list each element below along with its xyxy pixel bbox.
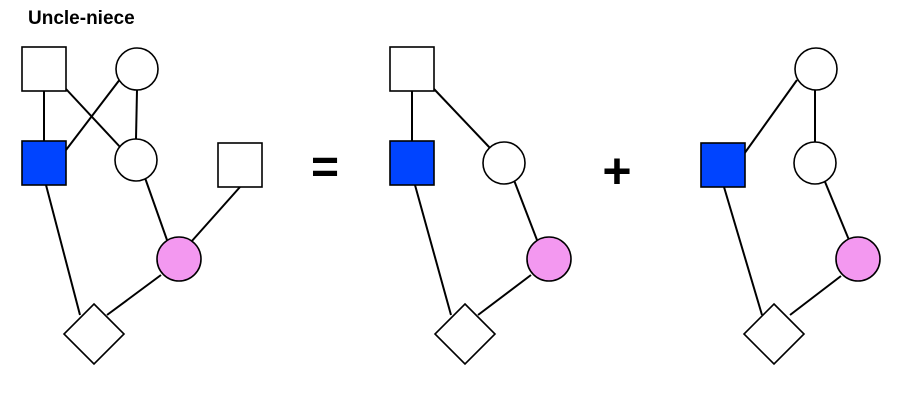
edge — [65, 73, 125, 151]
edge — [822, 176, 850, 241]
pedigree-component-2 — [700, 47, 881, 366]
father-node — [217, 142, 263, 188]
grandfather-node — [21, 46, 67, 92]
equals-sign: = — [311, 141, 339, 194]
edge — [414, 184, 452, 316]
grandmother-node — [794, 47, 838, 91]
offspring-node — [742, 302, 806, 366]
edge — [511, 174, 538, 241]
edge — [45, 184, 81, 316]
mother-node — [793, 141, 837, 185]
edge — [106, 274, 162, 316]
grandmother-node — [115, 47, 159, 91]
uncle-node — [700, 142, 746, 188]
edge — [789, 275, 842, 316]
edge — [135, 89, 138, 140]
pedigree-uncle-niece — [21, 46, 263, 366]
niece-node — [526, 236, 572, 282]
edge — [433, 88, 491, 149]
niece-node — [835, 236, 881, 282]
uncle-node — [21, 140, 67, 186]
edge — [723, 186, 763, 316]
edge — [743, 79, 798, 155]
niece-node — [156, 236, 202, 282]
diagram-title: Uncle-niece — [28, 8, 135, 29]
edge — [477, 274, 532, 316]
offspring-node — [433, 302, 497, 366]
edge — [65, 88, 122, 149]
edge — [143, 174, 168, 241]
edge — [190, 186, 241, 243]
uncle-node — [389, 140, 435, 186]
offspring-node — [62, 302, 126, 366]
mother-node — [114, 138, 158, 182]
grandfather-node — [389, 46, 435, 92]
mother-node — [482, 141, 526, 185]
pedigree-component-1 — [389, 46, 572, 366]
plus-sign: + — [602, 143, 631, 199]
